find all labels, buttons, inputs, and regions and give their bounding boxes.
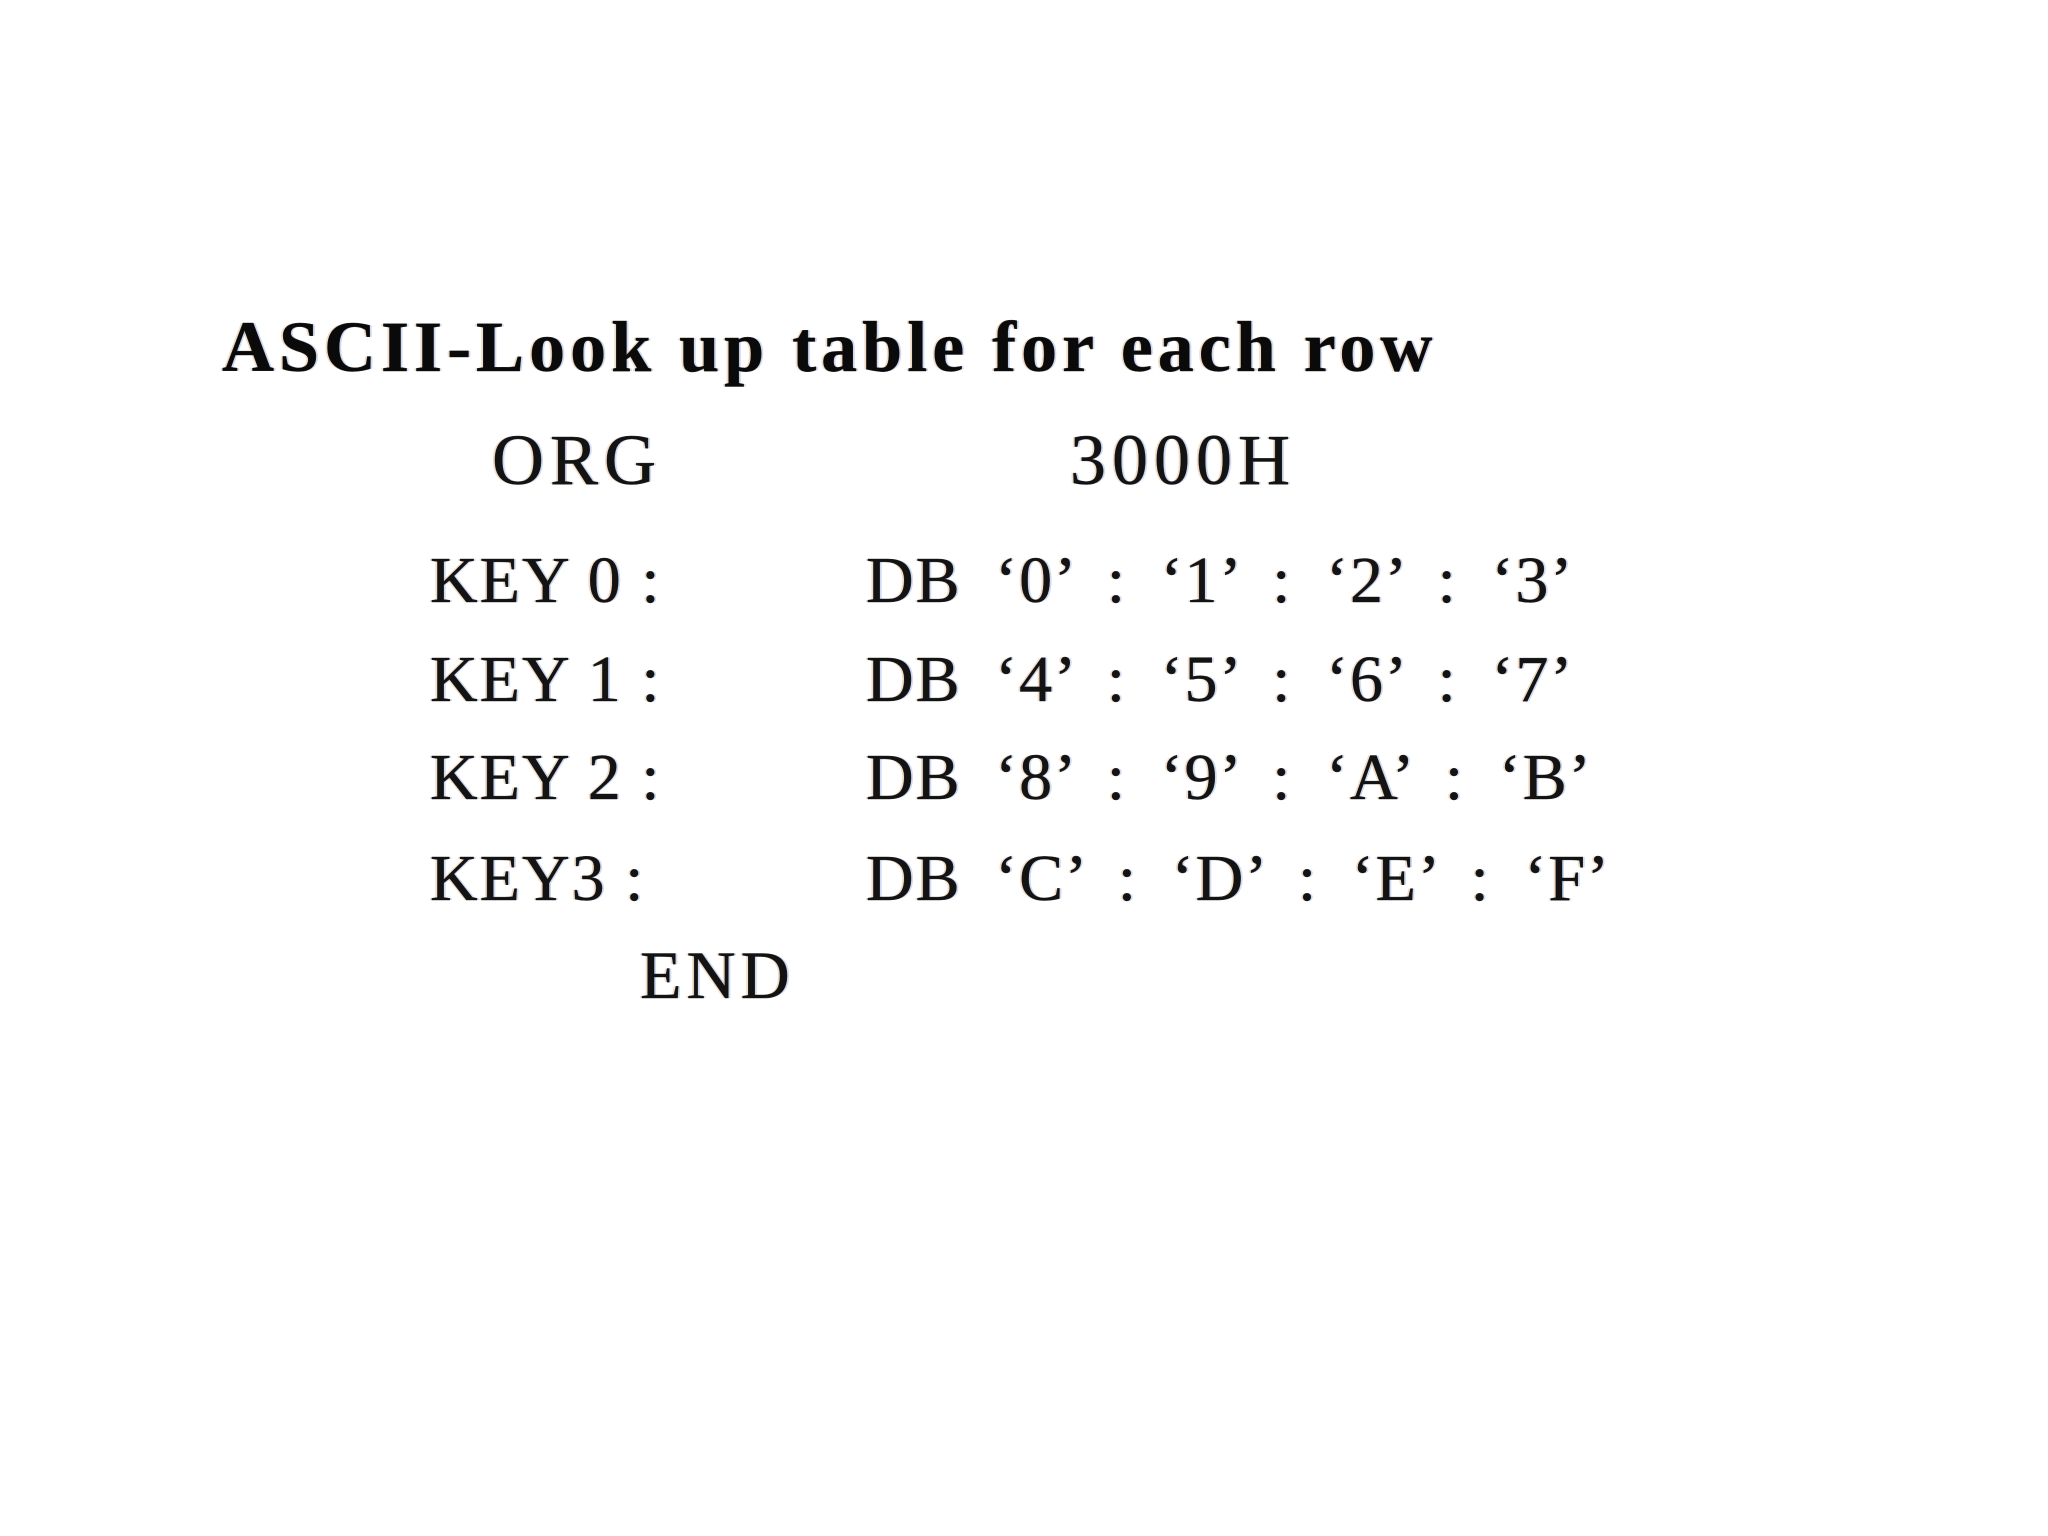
end-directive: END (640, 937, 795, 1013)
key-code: DB ‘0’ : ‘1’ : ‘2’ : ‘3’ (866, 544, 1575, 617)
key-label: KEY 0 : (430, 544, 662, 617)
org-operand: 3000H (1070, 420, 1296, 500)
org-mnemonic: ORG (492, 420, 663, 500)
key-code: DB ‘4’ : ‘5’ : ‘6’ : ‘7’ (866, 643, 1575, 716)
key-label: KEY 2 : (430, 741, 662, 814)
key-label: KEY 1 : (430, 643, 662, 716)
key-label: KEY3 : (430, 842, 646, 915)
key-code: DB ‘C’ : ‘D’ : ‘E’ : ‘F’ (866, 842, 1612, 915)
listing-title: ASCII-Look up table for each row (222, 307, 1438, 387)
key-code: DB ‘8’ : ‘9’ : ‘A’ : ‘B’ (866, 741, 1593, 814)
